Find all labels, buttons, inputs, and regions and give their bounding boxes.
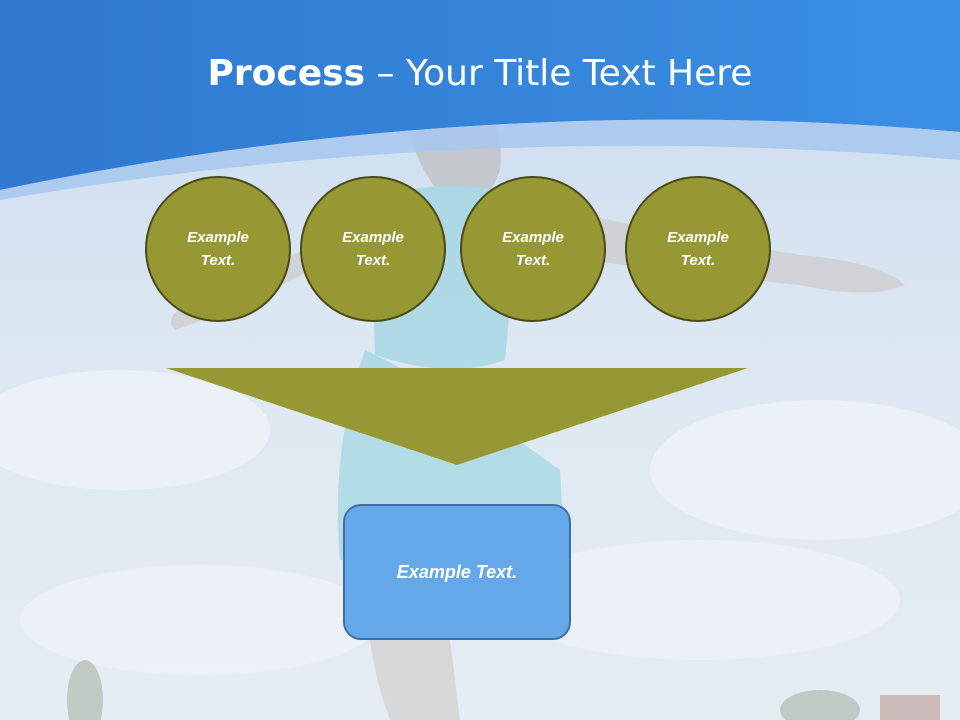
step-circle-4[interactable]: Example Text. (625, 176, 771, 322)
step-circle-3[interactable]: Example Text. (460, 176, 606, 322)
page-title: Process – Your Title Text Here (0, 52, 960, 96)
result-box[interactable]: Example Text. (343, 504, 571, 640)
funnel-arrow (166, 368, 748, 465)
step-circle-label: Example Text. (187, 229, 249, 269)
step-circle-2[interactable]: Example Text. (300, 176, 446, 322)
title-rest-part: – Your Title Text Here (365, 53, 753, 94)
step-circle-label: Example Text. (342, 229, 404, 269)
title-bold-part: Process (207, 53, 366, 94)
step-circle-label: Example Text. (502, 229, 564, 269)
result-box-label: Example Text. (396, 561, 518, 582)
step-circle-label: Example Text. (667, 229, 729, 269)
step-circle-1[interactable]: Example Text. (145, 176, 291, 322)
